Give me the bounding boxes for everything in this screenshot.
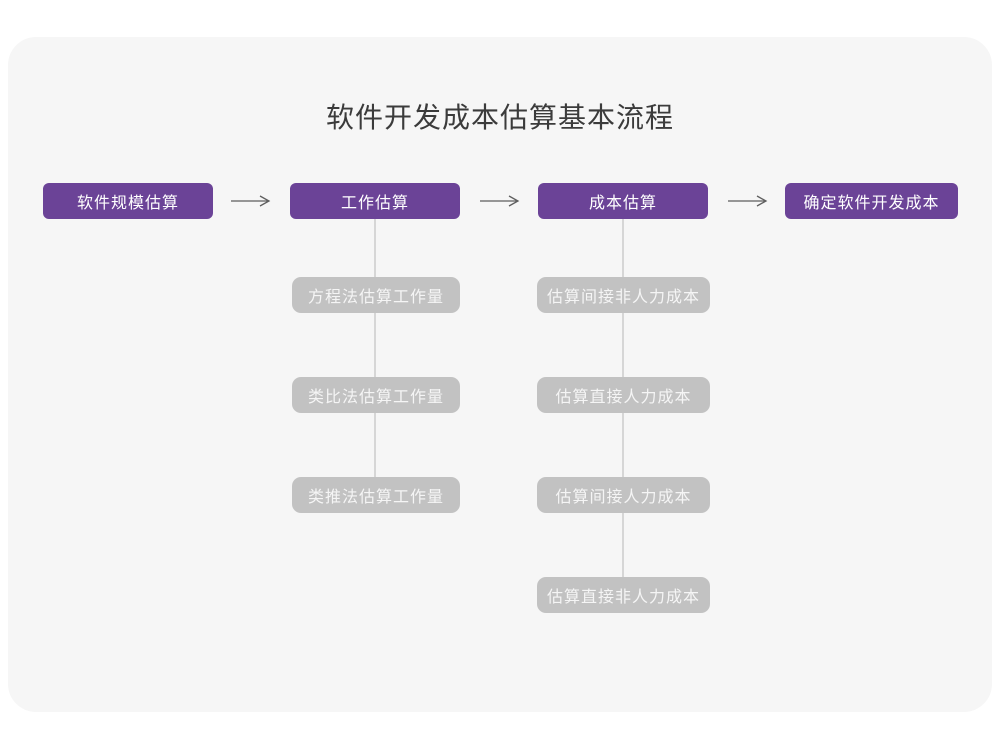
flow-step-software-scale-estimation: 软件规模估算 [43,183,213,219]
substep-indirect-nonlabor-cost: 估算间接非人力成本 [537,277,710,313]
right-arrow-icon [480,195,520,207]
flow-step-cost-estimation: 成本估算 [538,183,708,219]
substep-equation-method-workload: 方程法估算工作量 [292,277,460,313]
right-arrow-icon [728,195,768,207]
work-column-connector-line [374,219,376,481]
substep-direct-labor-cost: 估算直接人力成本 [537,377,710,413]
diagram-card [8,37,992,712]
substep-extrapolation-method-workload: 类推法估算工作量 [292,477,460,513]
flow-step-work-estimation: 工作估算 [290,183,460,219]
right-arrow-icon [231,195,271,207]
substep-indirect-labor-cost: 估算间接人力成本 [537,477,710,513]
substep-analogy-method-workload: 类比法估算工作量 [292,377,460,413]
flow-step-determine-dev-cost: 确定软件开发成本 [785,183,958,219]
diagram-title: 软件开发成本估算基本流程 [325,102,674,133]
substep-direct-nonlabor-cost: 估算直接非人力成本 [537,577,710,613]
